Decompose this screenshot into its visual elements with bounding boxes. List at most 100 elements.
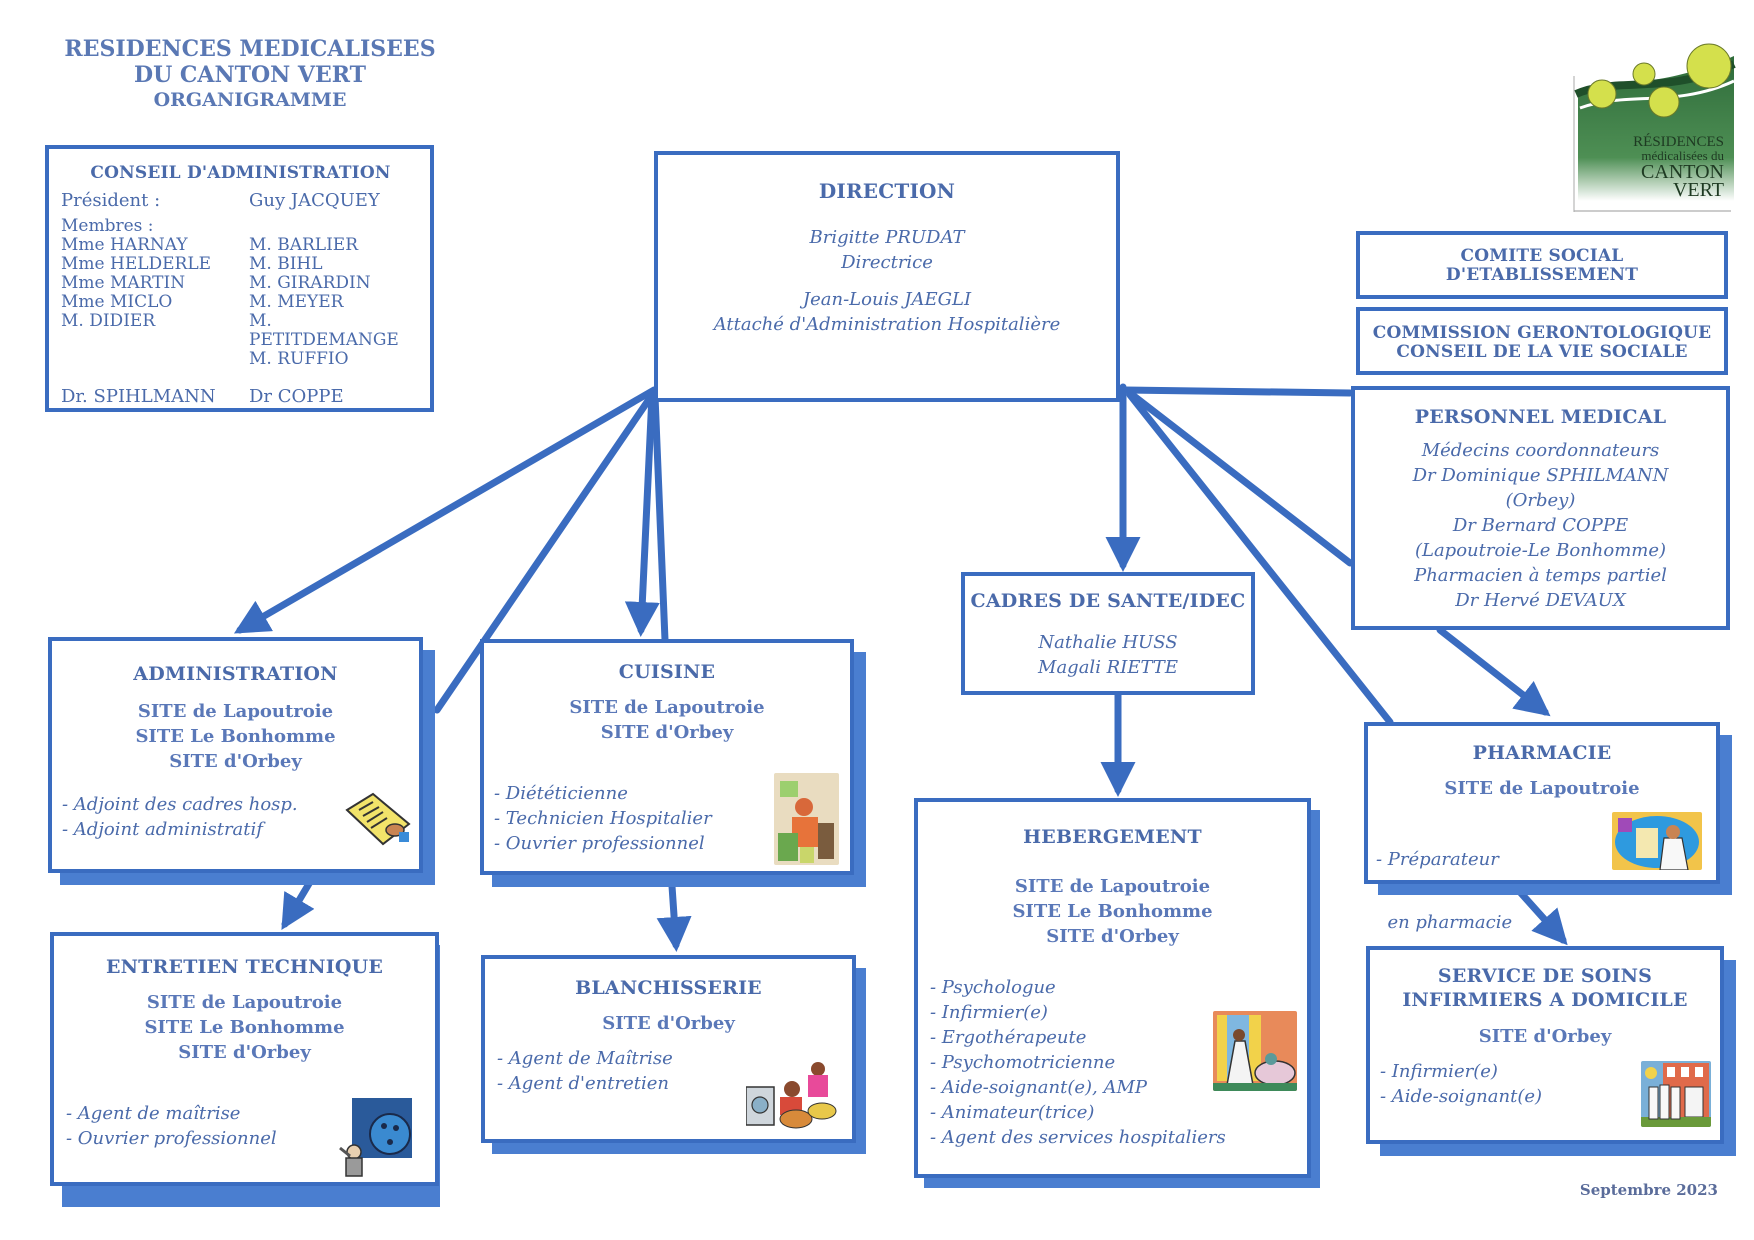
hebergement-site: SITE d'Orbey (1046, 926, 1179, 947)
members-label: Membres : (61, 216, 154, 236)
hebergement-role: - Aide-soignant(e), AMP (930, 1077, 1148, 1098)
cook-icon (774, 773, 839, 865)
pharmacie-title: PHARMACIE (1472, 742, 1612, 764)
title-line-2: DU CANTON VERT (133, 62, 367, 88)
comite-line-2: D'ETABLISSEMENT (1445, 265, 1639, 285)
direction-box: DIRECTION Brigitte PRUDAT Directrice Jea… (654, 151, 1120, 402)
doctor-left: Dr. SPIHLMANN (61, 386, 216, 407)
title-line-3: ORGANIGRAMME (153, 89, 347, 111)
document-title: RESIDENCES MEDICALISEES DU CANTON VERT O… (40, 36, 460, 112)
connector-direction-cuisine (651, 392, 669, 644)
laundry-icon (746, 1062, 837, 1129)
title-line-1: RESIDENCES MEDICALISEES (64, 36, 436, 62)
cuisine-role: - Diététicienne (494, 783, 628, 804)
residences-canton-vert-logo-icon: RÉSIDENCES médicalisées du CANTON VERT (1573, 43, 1736, 212)
logo-line-2: médicalisées du (1641, 148, 1724, 163)
direction-person1-role: Directrice (841, 252, 933, 273)
connector-direction-cuisine-arrow (624, 391, 660, 637)
blanchisserie-site: SITE d'Orbey (602, 1013, 735, 1034)
direction-person2-role: Attaché d'Administration Hospitalière (713, 314, 1061, 335)
personnel-line: Dr Hervé DEVAUX (1455, 590, 1626, 611)
member-right: M. BARLIER (249, 235, 358, 255)
doctor-right: Dr COPPE (249, 386, 344, 407)
connector-administration-entretien (281, 878, 315, 931)
hebergement-site: SITE de Lapoutroie (1014, 876, 1211, 897)
administration-site: SITE Le Bonhomme (135, 726, 336, 747)
hebergement-role: - Psychomotricienne (930, 1052, 1116, 1073)
ssiad-role: - Infirmier(e) (1380, 1061, 1498, 1082)
cuisine-role: - Technicien Hospitalier (494, 808, 712, 829)
administration-site: SITE d'Orbey (169, 751, 302, 772)
member-left: Mme HARNAY (61, 235, 188, 255)
administration-role: - Adjoint des cadres hosp. (62, 794, 298, 815)
hebergement-role: - Agent des services hospitaliers (930, 1127, 1226, 1148)
ssiad-title-line-2: INFIRMIERS A DOMICILE (1402, 989, 1688, 1011)
entretien-site: SITE d'Orbey (178, 1042, 311, 1063)
cadres-sante-box: CADRES DE SANTE/IDEC Nathalie HUSS Magal… (961, 572, 1255, 695)
cadres-name: Magali RIETTE (1038, 657, 1178, 678)
cuisine-title: CUISINE (618, 661, 716, 683)
entretien-role: - Agent de maîtrise (66, 1103, 241, 1124)
entretien-site: SITE Le Bonhomme (144, 1017, 345, 1038)
member-left: M. DIDIER (61, 311, 156, 331)
administration-title: ADMINISTRATION (133, 663, 338, 685)
pharmacie-role: en pharmacie (1376, 912, 1513, 933)
comite-line-1: COMITE SOCIAL (1460, 246, 1624, 266)
direction-person2-name: Jean-Louis JAEGLI (802, 289, 972, 310)
blanchisserie-role: - Agent d'entretien (497, 1073, 669, 1094)
member-right: M. GIRARDIN (249, 273, 371, 293)
administration-box: ADMINISTRATION SITE de Lapoutroie SITE L… (48, 637, 423, 873)
connector-cuisine-blanchisserie (656, 882, 692, 952)
connector-direction-pharmacie (1126, 391, 1394, 726)
president-name: Guy JACQUEY (249, 190, 380, 211)
ssiad-site: SITE d'Orbey (1478, 1026, 1612, 1047)
administration-site: SITE de Lapoutroie (137, 701, 334, 722)
administration-role: - Adjoint administratif (62, 819, 263, 840)
cuisine-site: SITE de Lapoutroie (569, 697, 765, 718)
hebergement-role: - Psychologue (930, 977, 1056, 998)
cuisine-site: SITE d'Orbey (600, 722, 734, 743)
ssiad-role: - Aide-soignant(e) (1380, 1086, 1543, 1107)
hebergement-role: - Animateur(trice) (930, 1102, 1095, 1123)
logo-line-3: CANTON (1641, 161, 1724, 183)
blanchisserie-title: BLANCHISSERIE (575, 977, 762, 999)
logo-line-1: RÉSIDENCES (1633, 133, 1724, 150)
pharmacie-site: SITE de Lapoutroie (1444, 778, 1640, 799)
entretien-role: - Ouvrier professionnel (66, 1128, 277, 1149)
member-left: Mme HELDERLE (61, 254, 212, 274)
direction-title: DIRECTION (818, 179, 956, 203)
connector-direction-administration-side (433, 388, 658, 714)
cuisine-role: - Ouvrier professionnel (494, 833, 705, 854)
personnel-line: (Orbey) (1505, 490, 1576, 511)
hebergement-title: HEBERGEMENT (1023, 826, 1202, 848)
ssiad-title-line-1: SERVICE DE SOINS (1437, 965, 1653, 987)
personnel-line: Dr Dominique SPHILMANN (1412, 465, 1669, 486)
commission-line-2: CONSEIL DE LA VIE SOCIALE (1396, 342, 1688, 362)
personnel-line: Pharmacien à temps partiel (1414, 565, 1667, 586)
hebergement-site: SITE Le Bonhomme (1012, 901, 1213, 922)
personnel-line: Médecins coordonnateurs (1421, 440, 1660, 461)
member-right: M. PETITDEMANGE (249, 311, 399, 350)
connector-direction-administration (233, 386, 658, 634)
president-label: Président : (61, 190, 161, 211)
entretien-title: ENTRETIEN TECHNIQUE (105, 956, 384, 978)
personnel-medical-box: PERSONNEL MEDICAL Médecins coordonnateur… (1351, 386, 1730, 630)
blanchisserie-role: - Agent de Maîtrise (497, 1048, 673, 1069)
cadres-name: Nathalie HUSS (1038, 632, 1178, 653)
commission-box: COMMISSION GERONTOLOGIQUE CONSEIL DE LA … (1356, 307, 1728, 375)
pharmacie-role: - Préparateur (1376, 849, 1499, 870)
commission-line-1: COMMISSION GERONTOLOGIQUE (1372, 323, 1712, 343)
patient-care-icon (1213, 1011, 1297, 1091)
connector-pharmacie-ssiad (1516, 888, 1568, 946)
connector-direction-personnel (1121, 386, 1354, 397)
personnel-line: Dr Bernard COPPE (1452, 515, 1629, 536)
member-left: Mme MICLO (61, 292, 173, 312)
logo: RÉSIDENCES médicalisées du CANTON VERT (1566, 36, 1736, 214)
entretien-site: SITE de Lapoutroie (146, 992, 343, 1013)
direction-person1-name: Brigitte PRUDAT (809, 227, 965, 248)
maintenance-worker-icon (339, 1098, 412, 1177)
member-right: M. MEYER (249, 292, 344, 312)
personnel-line: (Lapoutroie-Le Bonhomme) (1414, 540, 1667, 561)
connector-personnel-pharmacie (1436, 626, 1551, 717)
pharmacist-icon (1612, 812, 1702, 870)
